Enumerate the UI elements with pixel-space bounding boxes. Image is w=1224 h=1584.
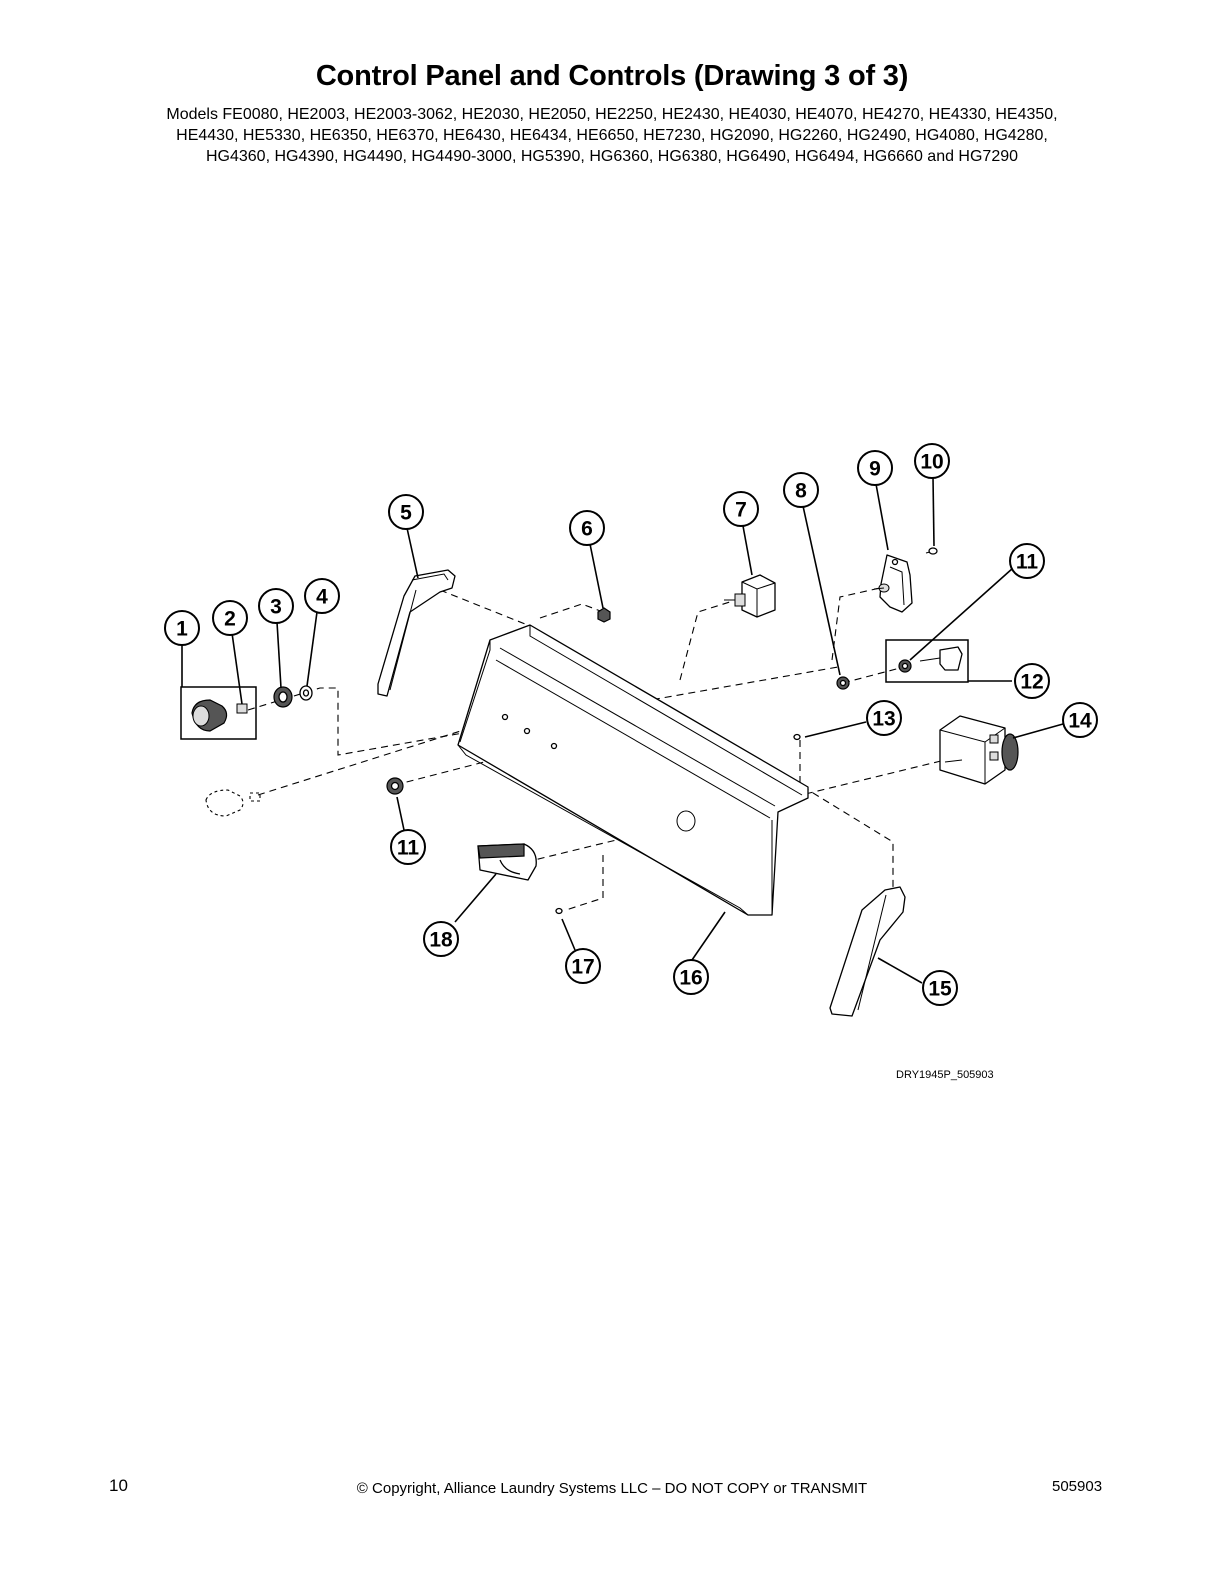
callout-1: 1 [164, 610, 200, 646]
callout-circle [1009, 543, 1045, 579]
knob-assembly [180, 686, 257, 740]
callout-circle [388, 494, 424, 530]
callout-label: 16 [679, 967, 702, 990]
callout-label: 11 [397, 837, 420, 860]
callout-circle [423, 921, 459, 957]
bushing-washer [273, 685, 313, 708]
callout-label: 1 [176, 618, 188, 641]
page-number: 10 [109, 1476, 128, 1495]
drawing-reference: DRY1945P_505903 [896, 1069, 994, 1081]
callout-label: 17 [571, 956, 594, 979]
leader-lines [181, 476, 1064, 984]
ghost-knob [205, 789, 261, 817]
callout-circle [569, 510, 605, 546]
callout-circle [258, 588, 294, 624]
callout-14: 14 [1062, 702, 1098, 738]
callout-label: 8 [795, 480, 807, 503]
callout-2: 2 [212, 600, 248, 636]
nut-6 [597, 607, 611, 623]
copyright-notice: © Copyright, Alliance Laundry Systems LL… [356, 1480, 868, 1497]
callout-circle [1062, 702, 1098, 738]
callout-label: 13 [872, 708, 895, 731]
callout-label: 2 [224, 608, 236, 631]
callout-label: 14 [1068, 710, 1092, 733]
callout-11: 11 [390, 829, 426, 865]
right-end-cap [829, 886, 906, 1017]
callout-3: 3 [258, 588, 294, 624]
callout-13: 13 [866, 700, 902, 736]
callout-circle [673, 959, 709, 995]
callout-label: 6 [581, 518, 593, 541]
callout-label: 18 [429, 929, 453, 952]
callout-9: 9 [857, 450, 893, 486]
nut-11-lower [386, 777, 404, 795]
model-list: Models FE0080, HE2003, HE2003-3062, HE20… [100, 104, 1124, 167]
callout-5: 5 [388, 494, 424, 530]
callout-11: 11 [1009, 543, 1045, 579]
callout-6: 6 [569, 510, 605, 546]
model-list-line-1: Models FE0080, HE2003, HE2003-3062, HE20… [166, 106, 1058, 123]
callout-circle [914, 443, 950, 479]
callout-circle [212, 600, 248, 636]
timer-14 [939, 715, 1019, 785]
timer-knob-18 [477, 843, 537, 881]
callout-label: 7 [735, 499, 747, 522]
callout-circle [866, 700, 902, 736]
page-title: Control Panel and Controls (Drawing 3 of… [315, 60, 909, 92]
callout-circle [1014, 663, 1050, 699]
callout-circle [783, 472, 819, 508]
mounting-bracket-9 [873, 554, 913, 613]
callout-circle [723, 491, 759, 527]
callout-circle [857, 450, 893, 486]
model-list-line-3: HG4360, HG4390, HG4490, HG4490-3000, HG5… [205, 148, 1019, 165]
callout-7: 7 [723, 491, 759, 527]
callout-circle [922, 970, 958, 1006]
callout-18: 18 [423, 921, 459, 957]
control-panel [457, 624, 809, 916]
callout-label: 12 [1020, 671, 1043, 694]
screw-13 [793, 733, 801, 741]
model-list-line-2: HE4430, HE5330, HE6350, HE6370, HE6430, … [176, 127, 1048, 144]
callout-17: 17 [565, 948, 601, 984]
callout-16: 16 [673, 959, 709, 995]
callout-circle [390, 829, 426, 865]
callout-label: 10 [920, 451, 943, 474]
callout-10: 10 [914, 443, 950, 479]
screw-17 [555, 907, 563, 915]
switch-box-12 [885, 639, 969, 683]
nut-8 [836, 676, 850, 690]
callout-label: 5 [400, 502, 412, 525]
rotary-switch-7 [724, 574, 776, 618]
screw-10 [925, 547, 938, 555]
callout-label: 9 [869, 458, 881, 481]
callout-circle [565, 948, 601, 984]
callout-circle [304, 578, 340, 614]
left-end-cap [377, 569, 456, 697]
callout-8: 8 [783, 472, 819, 508]
callout-label: 3 [270, 596, 282, 619]
callout-4: 4 [304, 578, 340, 614]
callout-label: 11 [1016, 551, 1039, 574]
callout-label: 4 [316, 586, 328, 609]
document-number: 505903 [1052, 1478, 1103, 1495]
callout-12: 12 [1014, 663, 1050, 699]
callout-15: 15 [922, 970, 958, 1006]
callout-circle [164, 610, 200, 646]
callout-label: 15 [928, 978, 952, 1001]
